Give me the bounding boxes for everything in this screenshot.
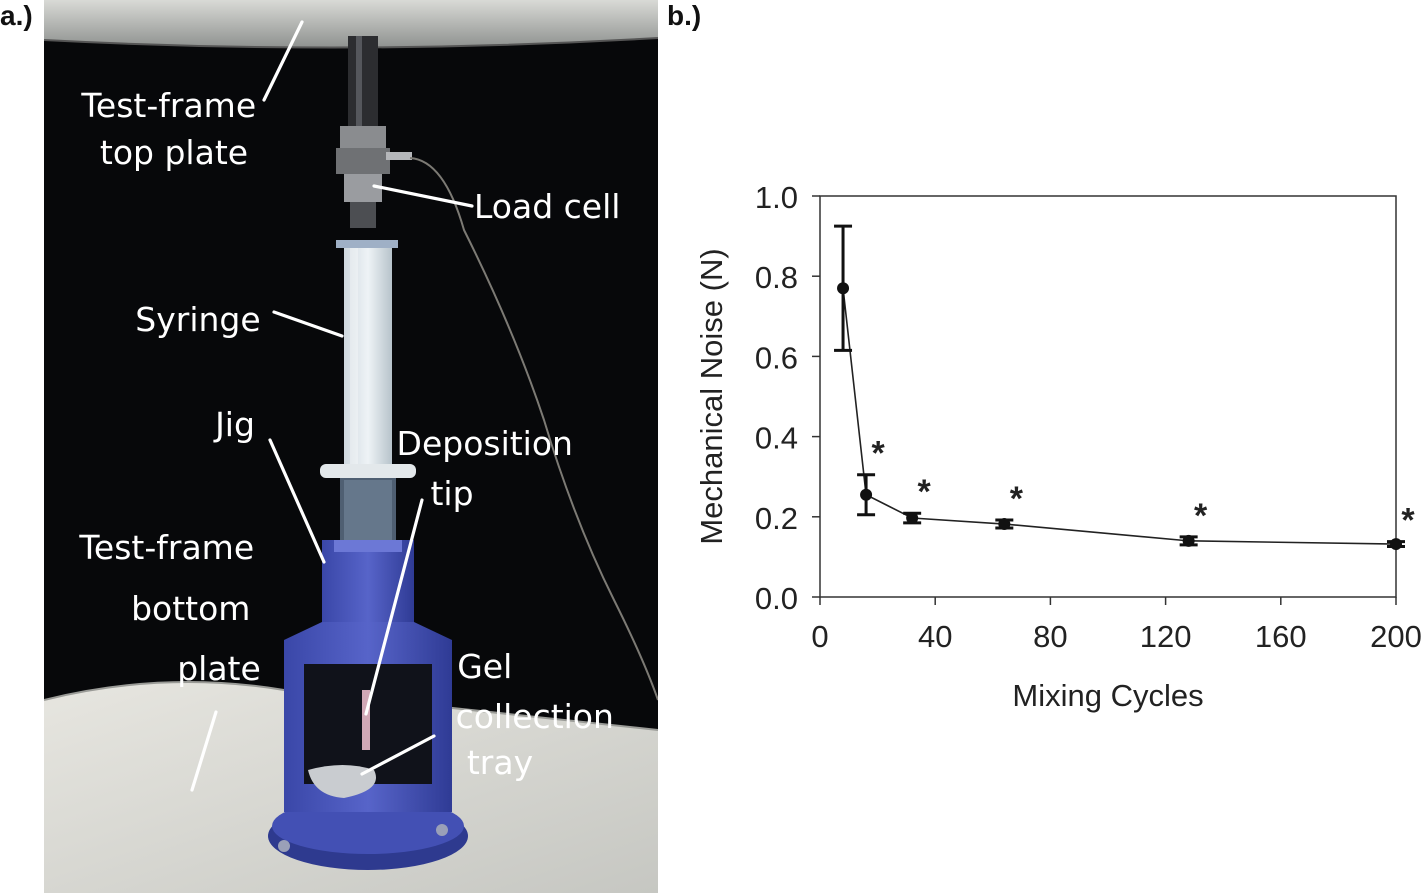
top-plate-shape <box>44 0 658 48</box>
x-tick-label: 160 <box>1255 619 1307 654</box>
callout-deposition-tip: Deposition tip <box>397 424 584 513</box>
data-point <box>1390 538 1402 551</box>
y-tick-label: 0.2 <box>755 501 798 536</box>
plot-frame <box>819 195 1397 598</box>
x-tick-label: 80 <box>1033 619 1067 654</box>
significance-marker: * <box>871 435 885 473</box>
data-point <box>906 512 919 525</box>
data-point <box>1182 534 1195 547</box>
load-cell-leader <box>372 184 474 208</box>
deposition-tip-leader <box>364 498 424 716</box>
callout-bottom-plate: Test-frame bottom plate <box>78 528 264 688</box>
gel-tray-shape <box>308 765 376 798</box>
panel-b-label: b.) <box>667 0 702 31</box>
top-plate-leader <box>262 20 304 102</box>
x-tick-label: 0 <box>811 619 828 654</box>
cable-shape <box>409 157 658 701</box>
callout-jig: Jig <box>213 405 255 444</box>
callout-syringe: Syringe <box>135 300 260 339</box>
data-point <box>998 518 1011 531</box>
x-tick-label: 40 <box>918 619 952 654</box>
gel-tray-leader <box>360 734 436 776</box>
callout-load-cell: Load cell <box>474 187 620 226</box>
significance-marker: * <box>1401 502 1415 540</box>
y-axis-label: Mechanical Noise (N) <box>694 248 729 544</box>
apparatus-photo: Test-frame top plate Load cell Syringe J… <box>44 0 658 893</box>
x-tick-label: 200 <box>1370 619 1422 654</box>
y-tick-label: 0.6 <box>755 340 798 375</box>
syringe-shape <box>344 248 392 470</box>
significance-marker: * <box>1194 497 1208 535</box>
significance-marker: * <box>1010 480 1024 518</box>
y-tick-label: 0.8 <box>755 260 798 295</box>
bottom-plate-leader <box>190 710 218 792</box>
y-tick-label: 0.0 <box>755 581 798 616</box>
y-tick-label: 0.4 <box>755 421 798 456</box>
callout-gel-tray: Gel collection tray <box>456 647 625 782</box>
load-cell-shape <box>340 126 386 148</box>
jig-leader <box>268 438 326 564</box>
data-point <box>837 282 850 295</box>
data-point <box>860 488 873 501</box>
x-axis-label: Mixing Cycles <box>1012 678 1203 713</box>
spindle-shape <box>348 36 378 126</box>
callout-top-plate: Test-frame top plate <box>80 86 266 172</box>
panel-a-label: a.) <box>0 0 33 31</box>
x-tick-label: 120 <box>1140 619 1192 654</box>
series-line <box>842 288 1397 545</box>
y-tick-label: 1.0 <box>755 180 798 215</box>
noise-chart: 0.0 0.2 0.4 0.6 0.8 1.0 0 40 80 120 160 200 * * * * * Mi… <box>694 180 1422 713</box>
syringe-leader <box>272 310 344 338</box>
significance-marker: * <box>918 473 932 511</box>
